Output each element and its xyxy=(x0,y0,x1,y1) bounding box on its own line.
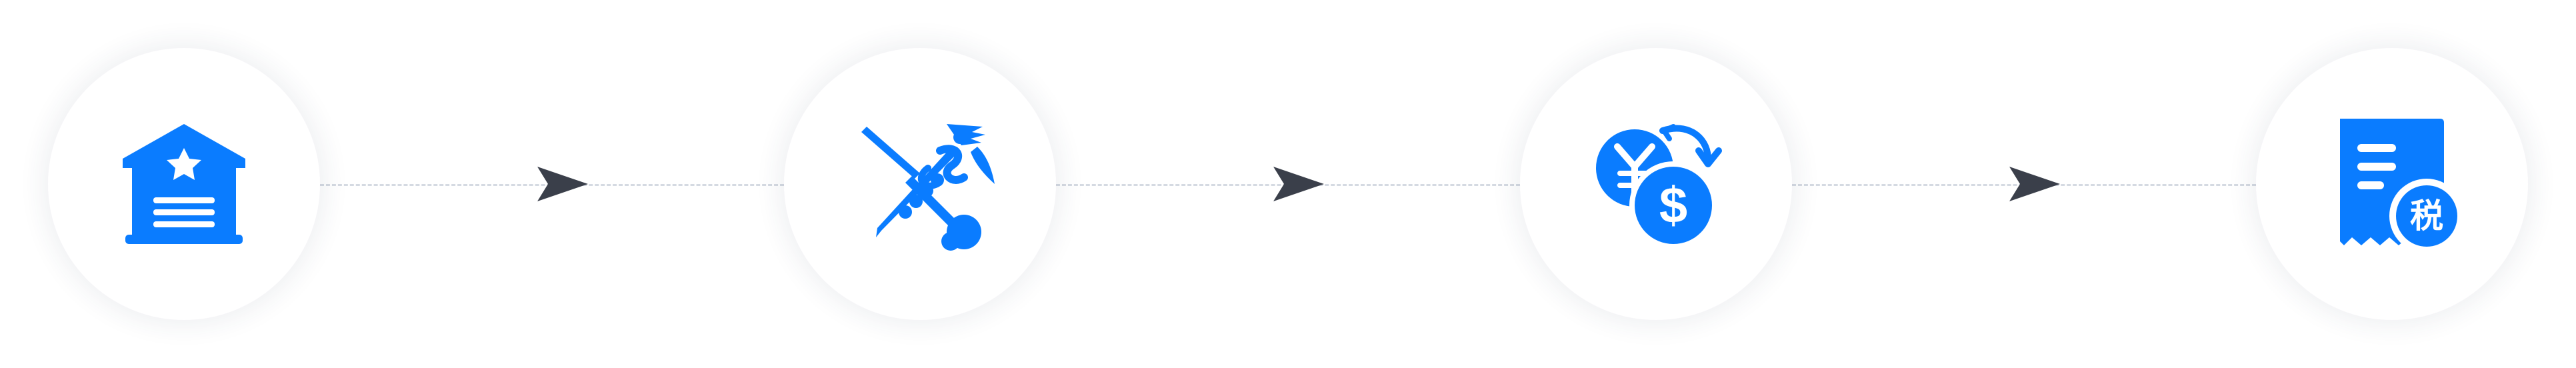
arrow-right-icon xyxy=(2009,167,2060,201)
step-tools xyxy=(784,48,1056,320)
step-tax: 税 xyxy=(2256,48,2528,320)
step-currency: $ xyxy=(1520,48,1792,320)
tax-document-icon: 税 xyxy=(2312,104,2472,264)
step-bank xyxy=(48,48,320,320)
arrow-right-icon xyxy=(537,167,588,201)
bank-icon xyxy=(123,124,245,244)
tools-caduceus-icon xyxy=(861,124,995,251)
arrow-right-icon xyxy=(1273,167,1324,201)
currency-exchange-icon: $ xyxy=(1596,124,1722,249)
svg-text:$: $ xyxy=(1659,177,1687,234)
tax-label: 税 xyxy=(2410,197,2443,235)
